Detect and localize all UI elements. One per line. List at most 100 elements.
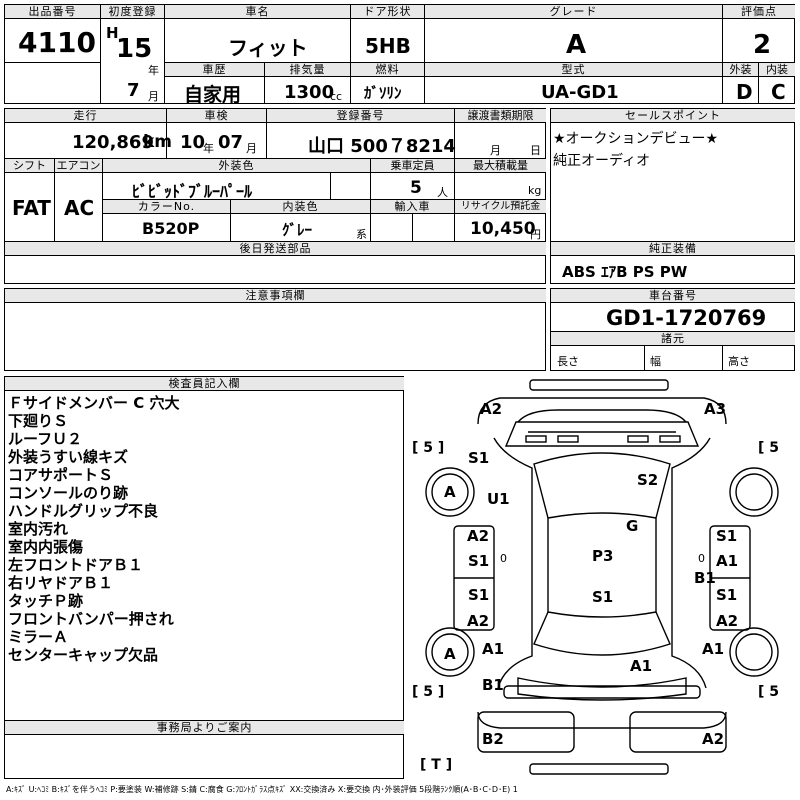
- damage-mark: A2: [716, 612, 739, 630]
- damage-mark: A: [444, 645, 456, 663]
- lot-number: 4110: [18, 26, 96, 59]
- svg-text:0: 0: [698, 552, 705, 565]
- note-line: 左フロントドアＢ１: [8, 556, 144, 574]
- recycle-fee: 10,450: [470, 219, 536, 239]
- inspection-label: 車検: [167, 109, 266, 123]
- chassis-label: 車台番号: [551, 289, 795, 303]
- damage-mark: B1: [482, 676, 504, 694]
- damage-mark: A2: [467, 527, 490, 545]
- car-diagram: 0 0: [425, 379, 779, 775]
- month-unit: 月: [148, 90, 159, 103]
- insp-month: 07: [218, 132, 244, 153]
- damage-mark: B2: [482, 730, 504, 748]
- lot-label: 出品番号: [5, 5, 100, 19]
- note-line: ハンドルグリップ不良: [8, 502, 159, 520]
- note-line: フロントバンパー押され: [8, 610, 174, 628]
- history-label: 車歴: [165, 63, 264, 77]
- later-parts-label: 後日発送部品: [5, 242, 546, 256]
- car-name: フィット: [228, 36, 308, 60]
- mileage: 120,869: [72, 132, 154, 153]
- note-line: コンソールのり跡: [8, 484, 129, 502]
- recycle-label: リサイクル預託金: [455, 200, 546, 214]
- score-label: 評価点: [723, 5, 795, 19]
- ac-label: エアコン: [55, 159, 102, 173]
- sales-label: セールスポイント: [551, 109, 795, 123]
- load-label: 最大積載量: [455, 159, 546, 173]
- shift-label: シフト: [5, 159, 54, 173]
- transfer-month: 月: [490, 144, 501, 157]
- equipment: ABS ｴｱB PS PW: [562, 263, 688, 281]
- grade-label: グレード: [425, 5, 722, 19]
- note-line: Ｆサイドメンバー C 穴大: [8, 394, 180, 412]
- damage-mark: A3: [704, 400, 727, 418]
- model-label: 型式: [425, 63, 722, 77]
- damage-mark: A2: [702, 730, 725, 748]
- office-label: 事務局よりご案内: [5, 721, 404, 735]
- damage-mark: A2: [480, 400, 503, 418]
- note-line: 室内内張傷: [8, 538, 84, 556]
- insp-month-unit: 月: [246, 142, 257, 155]
- damage-mark: G: [626, 517, 639, 535]
- height-label: 高さ: [728, 355, 750, 368]
- damage-mark: S2: [637, 471, 659, 489]
- recycle-unit: 円: [530, 228, 541, 241]
- capacity-label: 乗車定員: [371, 159, 454, 173]
- ext-grade: D: [736, 80, 753, 104]
- int-label: 内装: [759, 63, 795, 77]
- sales-line-1: ★オークションデビュー★: [553, 131, 719, 147]
- mileage-label: 走行: [5, 109, 166, 123]
- note-line: 室内汚れ: [8, 520, 69, 538]
- reg-year: 15: [116, 34, 153, 64]
- aircon: AC: [64, 196, 95, 220]
- car-name-label: 車名: [165, 5, 350, 19]
- inspector-label: 検査員記入欄: [5, 377, 404, 391]
- damage-mark: A2: [467, 612, 490, 630]
- interior-color: ｸﾞﾚｰ: [282, 221, 313, 239]
- color-no-label: カラーNo.: [103, 200, 230, 214]
- damage-mark: A1: [630, 657, 653, 675]
- exterior-color: ﾋﾞﾋﾞｯﾄﾞﾌﾞﾙｰﾊﾟｰﾙ: [132, 182, 253, 201]
- damage-mark: S1: [716, 586, 738, 604]
- damage-mark: A1: [702, 640, 725, 658]
- chassis-number: GD1-1720769: [606, 306, 767, 330]
- ext-label: 外装: [723, 63, 758, 77]
- transfer-label: 譲渡書類期限: [455, 109, 546, 123]
- damage-mark: B1: [694, 569, 716, 587]
- score: 2: [753, 30, 772, 60]
- grade: A: [566, 30, 587, 60]
- note-line: 下廻りＳ: [8, 412, 69, 430]
- insp-year-unit: 年: [203, 142, 214, 155]
- svg-text:0: 0: [500, 552, 507, 565]
- year-unit: 年: [148, 64, 159, 77]
- transfer-day: 日: [530, 144, 541, 157]
- header-block: [4, 4, 795, 104]
- interior-label: 内装色: [231, 200, 370, 214]
- damage-mark: A1: [716, 552, 739, 570]
- load-unit: kg: [528, 184, 542, 197]
- tire-front-right: [ 5: [758, 440, 780, 456]
- color-label: 外装色: [103, 159, 370, 173]
- fuel-label: 燃料: [351, 63, 424, 77]
- disp-unit: cc: [330, 90, 343, 103]
- tire-front-left: [ 5 ]: [412, 440, 445, 456]
- capacity: 5: [410, 178, 422, 198]
- tire-rear-right: [ 5: [758, 684, 780, 700]
- import-label: 輸入車: [371, 200, 454, 214]
- damage-mark: A1: [482, 640, 505, 658]
- note-line: 外装うすい線キズ: [8, 448, 129, 466]
- plate-number: 山口 500７8214: [308, 136, 456, 157]
- damage-mark: U1: [487, 490, 510, 508]
- fuel: ｶﾞｿﾘﾝ: [364, 84, 402, 102]
- mileage-unit: km: [143, 132, 173, 152]
- note-line: 右リヤドアＢ１: [8, 574, 114, 592]
- model-code: UA-GD1: [541, 82, 619, 103]
- capacity-unit: 人: [437, 186, 448, 199]
- color-number: B520P: [142, 219, 200, 238]
- detail-block: [4, 108, 546, 284]
- insp-year: 10: [180, 132, 206, 153]
- damage-mark: S1: [468, 586, 490, 604]
- trunk-tire: [ T ]: [420, 757, 453, 773]
- history: 自家用: [184, 84, 242, 106]
- sales-point-block: [550, 108, 795, 284]
- note-line: タッチＰ跡: [8, 592, 84, 610]
